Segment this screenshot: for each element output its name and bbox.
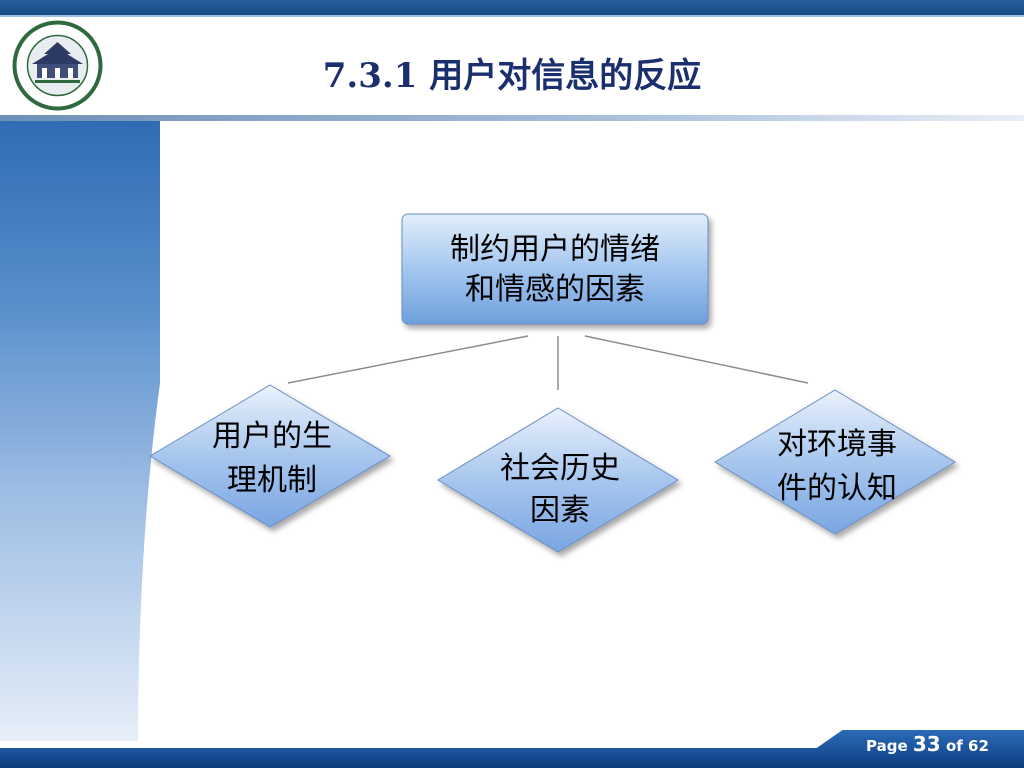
of-word: of <box>945 737 963 755</box>
root-node: 制约用户的情绪 和情感的因素 <box>401 213 709 325</box>
child-node-1-line2: 理机制 <box>227 463 317 498</box>
slide-title: 7.3.1 用户对信息的反应 <box>322 56 702 96</box>
header-rule <box>0 115 1024 121</box>
page-indicator: Page 33 of 62 <box>866 732 989 756</box>
root-node-line1: 制约用户的情绪 <box>450 232 660 267</box>
child-node-2: 社会历史 因素 <box>437 407 679 553</box>
child-node-3-line2: 件的认知 <box>777 471 897 506</box>
university-logo <box>12 20 103 111</box>
root-node-line2: 和情感的因素 <box>465 272 645 307</box>
child-node-2-line2: 因素 <box>530 493 590 528</box>
top-banner-accent <box>0 15 1024 17</box>
left-gradient-band <box>0 121 160 741</box>
page-number: 33 <box>912 732 941 756</box>
footer-page-tab <box>808 730 1024 754</box>
child-node-3-line1: 对环境事 <box>777 427 897 462</box>
connector-left <box>287 335 529 384</box>
child-node-1-line1: 用户的生 <box>212 419 332 454</box>
page-word: Page <box>866 737 908 755</box>
connector-right <box>584 335 809 384</box>
footer-bar <box>0 748 1024 768</box>
top-banner <box>0 0 1024 15</box>
child-node-2-line1: 社会历史 <box>500 451 620 486</box>
page-total: 62 <box>968 737 989 755</box>
child-node-3: 对环境事 件的认知 <box>714 389 956 535</box>
child-node-1: 用户的生 理机制 <box>149 384 391 528</box>
